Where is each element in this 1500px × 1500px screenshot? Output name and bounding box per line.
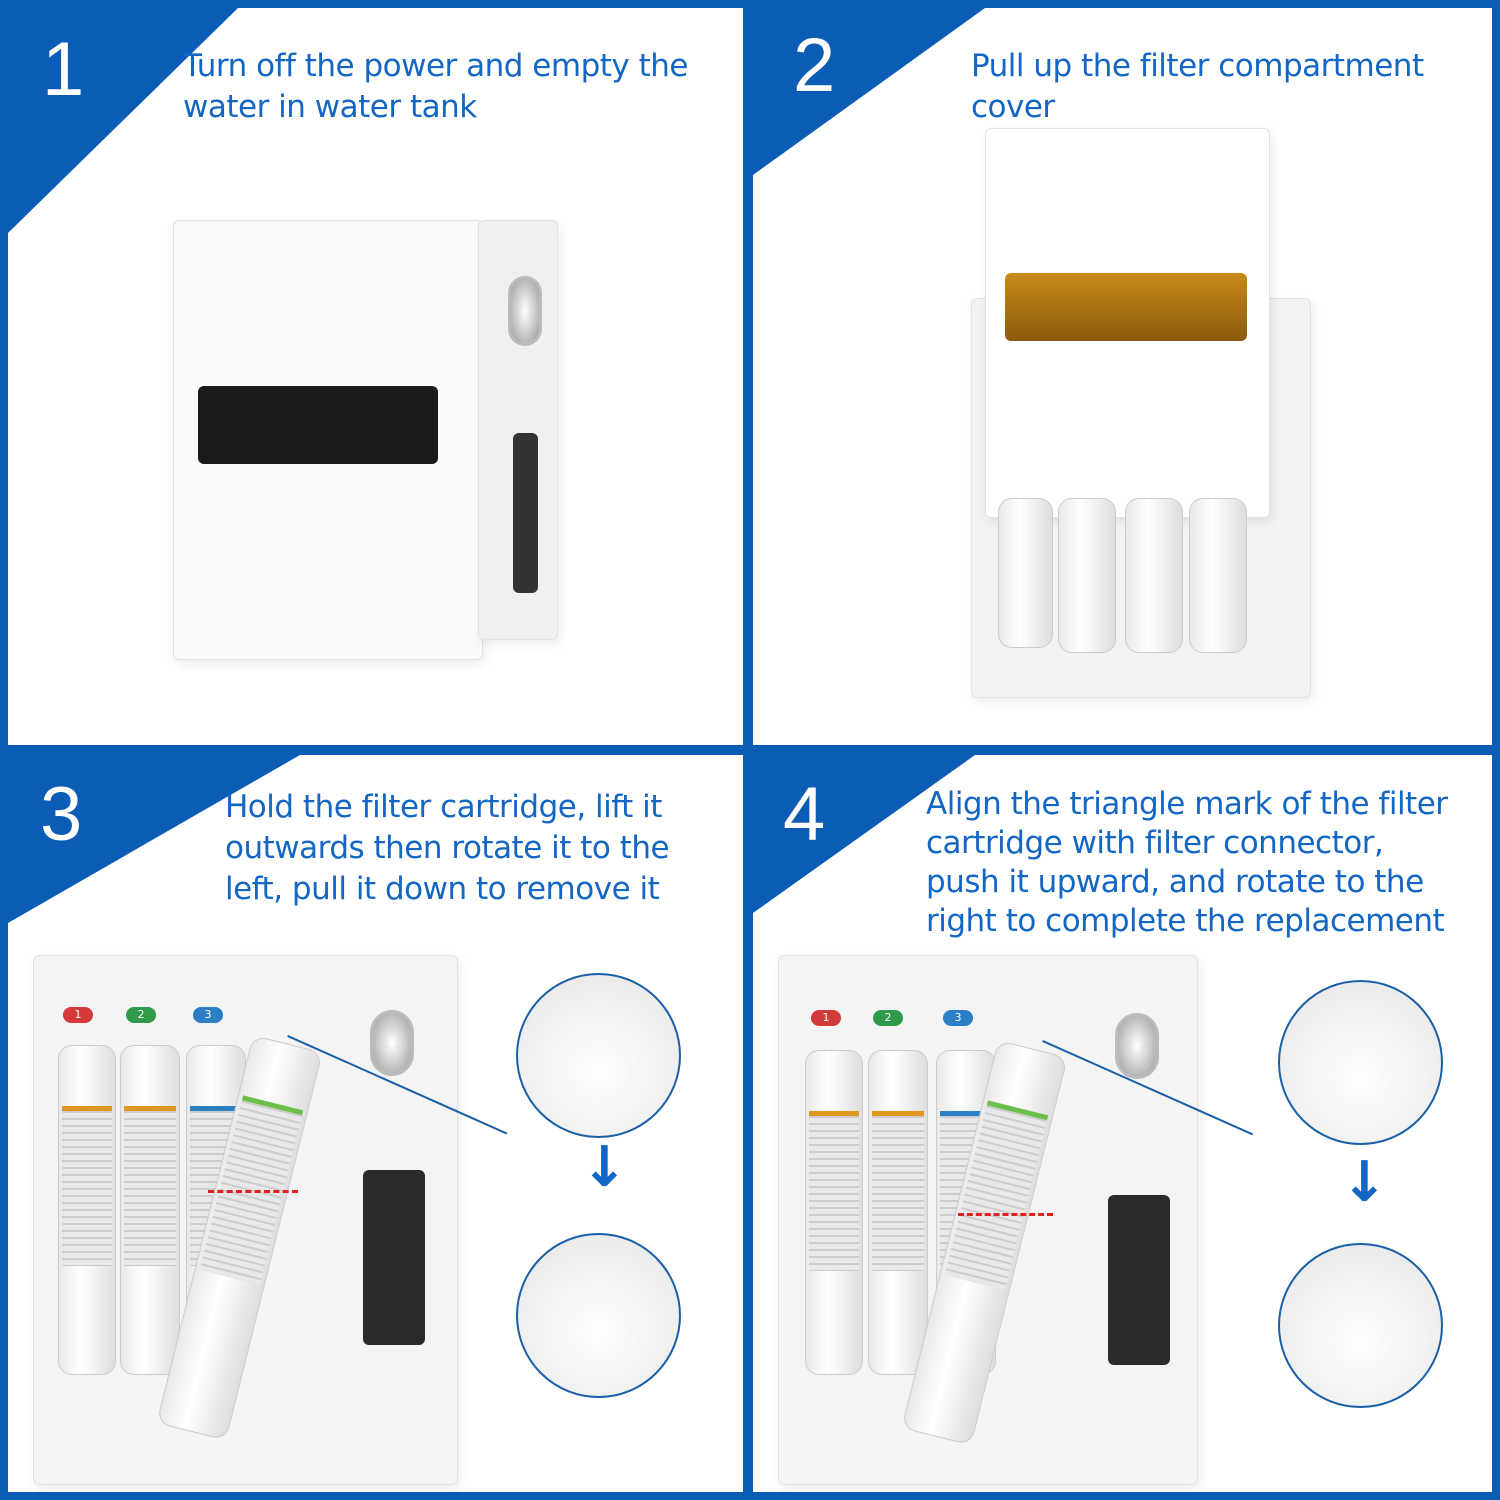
cartridge-badge: 2 <box>873 1010 903 1026</box>
step-number: 4 <box>783 772 826 857</box>
instruction-line: outwards then rotate it to the <box>225 830 670 866</box>
cartridge-badge: 1 <box>63 1007 93 1023</box>
curved-arrow-icon <box>208 1190 298 1193</box>
step-4-panel: 4 Align the triangle mark of the filter … <box>753 755 1492 1492</box>
step-instruction: Hold the filter cartridge, lift it outwa… <box>225 787 670 910</box>
step-number: 3 <box>40 772 83 857</box>
curved-arrow-icon <box>958 1213 1053 1216</box>
cartridge-badge: 3 <box>943 1010 973 1026</box>
step-corner <box>753 8 985 175</box>
instruction-line: Pull up the filter compartment <box>971 48 1424 84</box>
instruction-line: Hold the filter cartridge, lift it <box>225 789 662 825</box>
detail-circle-after <box>1278 1243 1443 1408</box>
instruction-line: Align the triangle mark of the filter <box>926 786 1448 822</box>
instruction-line: water in water tank <box>183 89 477 125</box>
step-number: 1 <box>42 27 85 112</box>
instruction-line: cover <box>971 89 1055 125</box>
step-instruction: Turn off the power and empty the water i… <box>183 46 688 128</box>
instruction-line: left, pull it down to remove it <box>225 871 660 907</box>
cartridge-badge: 1 <box>811 1010 841 1026</box>
step-3-panel: 3 Hold the filter cartridge, lift it out… <box>8 755 743 1492</box>
down-arrow-icon: ↓ <box>1341 1150 1388 1215</box>
step-instruction: Pull up the filter compartment cover <box>971 46 1424 128</box>
detail-circle-after <box>516 1233 681 1398</box>
step-number: 2 <box>793 23 836 108</box>
cartridge-badge: 3 <box>193 1007 223 1023</box>
instruction-line: cartridge with filter connector, <box>926 825 1384 861</box>
step-instruction: Align the triangle mark of the filter ca… <box>926 785 1448 941</box>
step-2-panel: 2 Pull up the filter compartment cover <box>753 8 1492 745</box>
down-arrow-icon: ↓ <box>581 1135 628 1200</box>
instruction-line: push it upward, and rotate to the <box>926 864 1424 900</box>
cartridge-badge: 2 <box>126 1007 156 1023</box>
detail-circle-before <box>1278 980 1443 1145</box>
step-1-panel: 1 Turn off the power and empty the water… <box>8 8 743 745</box>
instruction-line: Turn off the power and empty the <box>183 48 688 84</box>
instruction-line: right to complete the replacement <box>926 903 1445 939</box>
detail-circle-before <box>516 973 681 1138</box>
